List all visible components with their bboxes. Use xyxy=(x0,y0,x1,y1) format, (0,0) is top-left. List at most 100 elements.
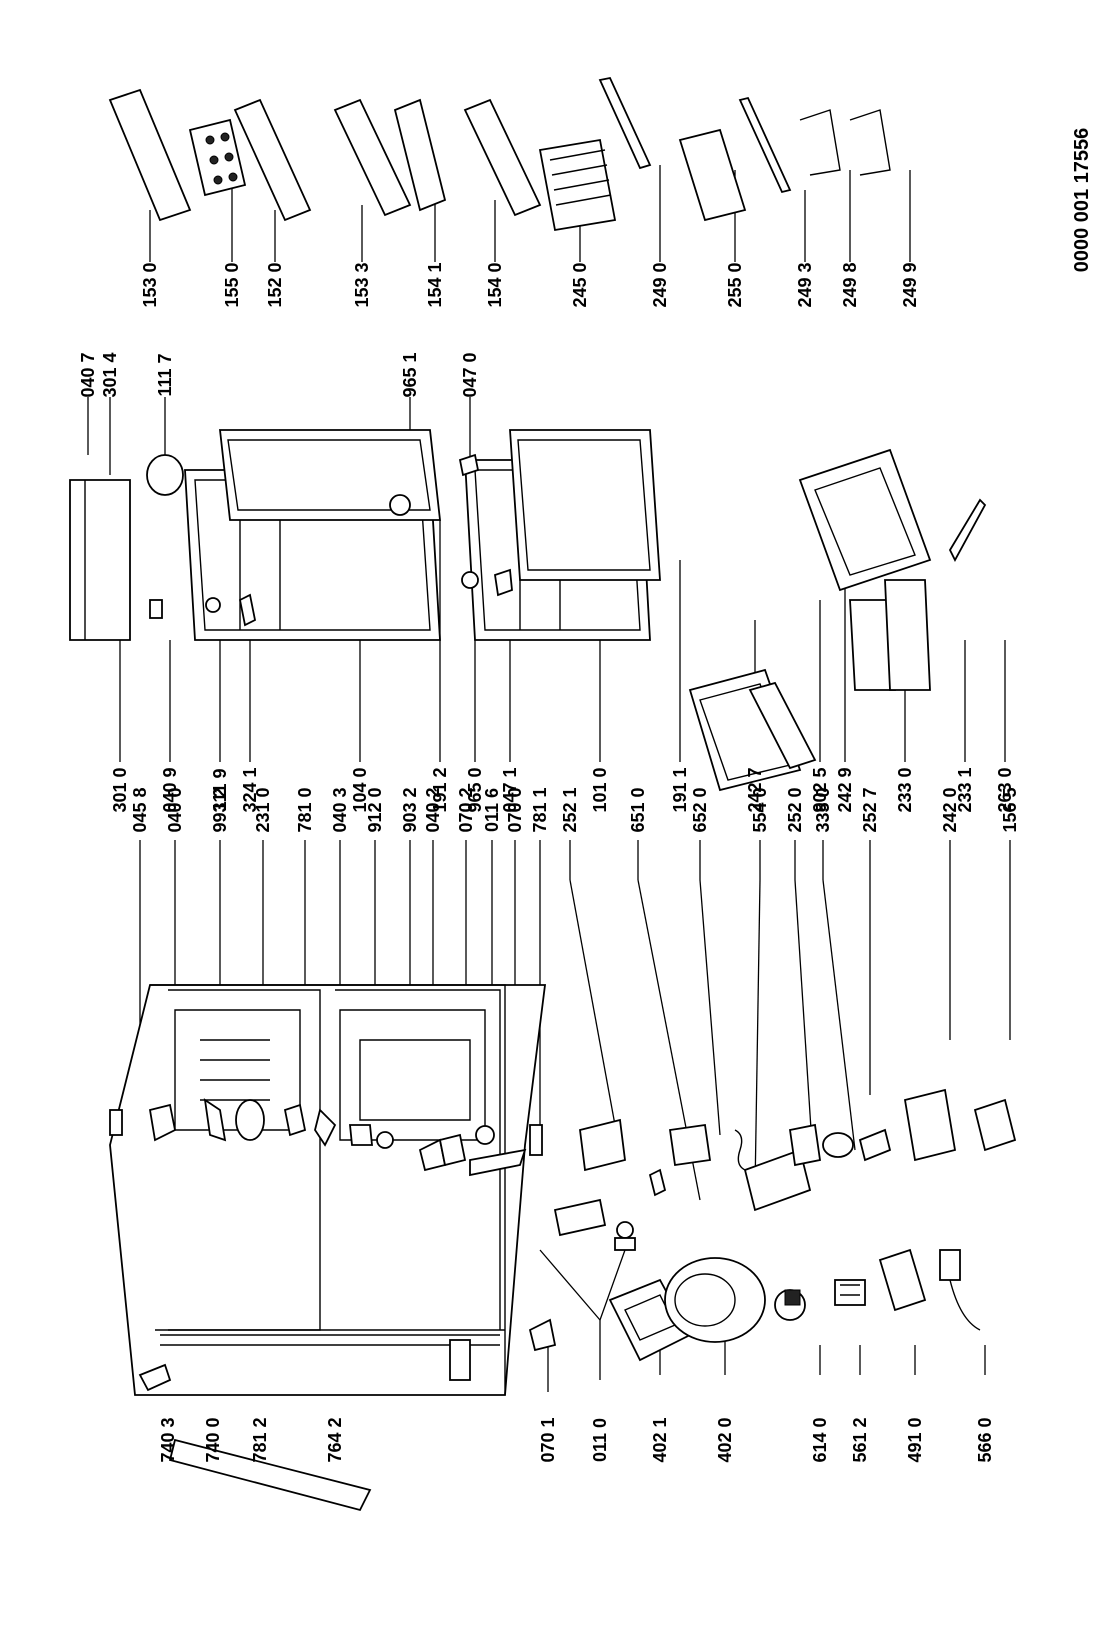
fridge-door-gasket xyxy=(509,429,661,581)
side-trim-strip xyxy=(168,1438,372,1512)
part-label: 740 0 xyxy=(203,1417,223,1462)
part-label: 156 5 xyxy=(1000,787,1020,832)
part-label: 252 0 xyxy=(785,787,805,832)
part-label: 040 9 xyxy=(160,767,180,812)
part-label: 301 4 xyxy=(100,352,120,397)
refrigerator-cabinet xyxy=(109,984,547,1396)
part-label: 402 1 xyxy=(650,1417,670,1462)
crisper-drawer-bottom xyxy=(798,448,932,592)
part-label: 902 5 xyxy=(810,767,830,812)
document-number: 0000 001 17556 xyxy=(1071,128,1093,273)
part-label: 111 7 xyxy=(155,353,175,396)
part-label: 249 0 xyxy=(650,262,670,307)
part-label: 252 1 xyxy=(560,787,580,832)
part-label: 781 2 xyxy=(250,1417,270,1462)
part-label: 781 0 xyxy=(295,787,315,832)
part-label: 101 0 xyxy=(590,767,610,812)
wire-shelf xyxy=(538,138,617,232)
door-shelf-upper xyxy=(233,98,312,222)
part-label: 263 0 xyxy=(995,767,1015,812)
glass-shelf-trim xyxy=(738,96,792,194)
thermal-protector xyxy=(834,1279,866,1306)
egg-tray xyxy=(188,118,247,197)
part-label: 155 0 xyxy=(222,262,242,307)
part-label: 104 0 xyxy=(350,767,370,812)
part-label: 651 0 xyxy=(628,787,648,832)
part-label: 011 0 xyxy=(590,1418,610,1462)
door-handle-strip xyxy=(69,479,131,641)
door-shelf-middle xyxy=(333,98,412,217)
door-shelf-lower xyxy=(463,98,542,217)
part-label: 566 0 xyxy=(975,1417,995,1462)
part-label: 249 3 xyxy=(795,262,815,307)
part-label: 153 3 xyxy=(352,262,372,307)
leveling-feet xyxy=(553,1198,636,1251)
shelf-supports xyxy=(799,109,891,176)
part-label: 781 1 xyxy=(530,787,550,832)
small-parts-column-2 xyxy=(109,1088,1017,1212)
glass-shelf xyxy=(678,128,747,222)
part-label: 040 7 xyxy=(78,352,98,397)
dairy-cover xyxy=(108,88,192,222)
part-label: 335 0 xyxy=(813,787,833,832)
part-label: 040 3 xyxy=(330,787,350,832)
part-label: 491 0 xyxy=(905,1417,925,1462)
part-label: 764 2 xyxy=(325,1417,345,1462)
part-label: 047 0 xyxy=(460,352,480,397)
part-label: 070 1 xyxy=(538,1417,558,1462)
part-label: 245 0 xyxy=(570,262,590,307)
part-label: 242 7 xyxy=(745,767,765,812)
hinge-cover xyxy=(528,1318,557,1352)
part-label: 614 0 xyxy=(810,1417,830,1462)
foot-bracket xyxy=(138,1363,172,1392)
part-label: 740 3 xyxy=(158,1417,178,1462)
bottle-rack xyxy=(393,98,447,212)
part-label: 047 1 xyxy=(500,767,520,812)
part-label: 040 2 xyxy=(423,787,443,832)
shelf-rails xyxy=(849,498,987,691)
part-label: 152 0 xyxy=(265,262,285,307)
part-label: 045 8 xyxy=(130,787,150,832)
part-label: 652 0 xyxy=(690,787,710,832)
part-labels: 740 3 740 0 781 2 764 2 070 1 011 0 402 1 402 0… xyxy=(78,262,1020,1462)
condenser-coil xyxy=(155,1329,505,1346)
part-label: 191 2 xyxy=(430,767,450,812)
part-label: 255 0 xyxy=(725,262,745,307)
capacitor-cover xyxy=(878,1248,927,1312)
drawer-front-strip xyxy=(748,681,817,770)
part-label: 402 0 xyxy=(715,1417,735,1462)
part-label: 965 0 xyxy=(465,767,485,812)
part-label: 252 7 xyxy=(860,787,880,832)
part-label: 242 9 xyxy=(835,767,855,812)
part-label: 554 0 xyxy=(750,787,770,832)
part-label: 561 2 xyxy=(850,1417,870,1462)
part-label: 903 2 xyxy=(400,787,420,832)
part-label: 070 0 xyxy=(505,787,525,832)
part-label: 233 1 xyxy=(955,767,975,812)
part-label: 324 1 xyxy=(240,767,260,812)
freezer-door-gasket xyxy=(218,429,442,521)
part-label: 233 0 xyxy=(895,767,915,812)
compressor xyxy=(664,1257,766,1343)
part-label: 249 8 xyxy=(840,262,860,307)
power-cord xyxy=(939,1249,981,1331)
part-label: 993 2 xyxy=(210,787,230,832)
shelf-trim xyxy=(598,76,652,170)
hinge-parts-col3 xyxy=(146,453,513,627)
start-relay xyxy=(774,1289,806,1321)
part-label: 070 2 xyxy=(456,787,476,832)
part-label: 154 0 xyxy=(485,262,505,307)
part-label: 040 0 xyxy=(165,787,185,832)
part-label: 912 0 xyxy=(365,787,385,832)
drain-pipe xyxy=(449,1339,471,1381)
part-label: 231 0 xyxy=(253,787,273,832)
part-label: 111 9 xyxy=(210,768,230,811)
part-label: 191 1 xyxy=(670,767,690,812)
part-label: 154 1 xyxy=(425,262,445,307)
part-label: 242 0 xyxy=(940,787,960,832)
part-label: 249 9 xyxy=(900,262,920,307)
part-label: 153 0 xyxy=(140,262,160,307)
part-label: 301 0 xyxy=(110,767,130,812)
part-label: 965 1 xyxy=(400,352,420,397)
